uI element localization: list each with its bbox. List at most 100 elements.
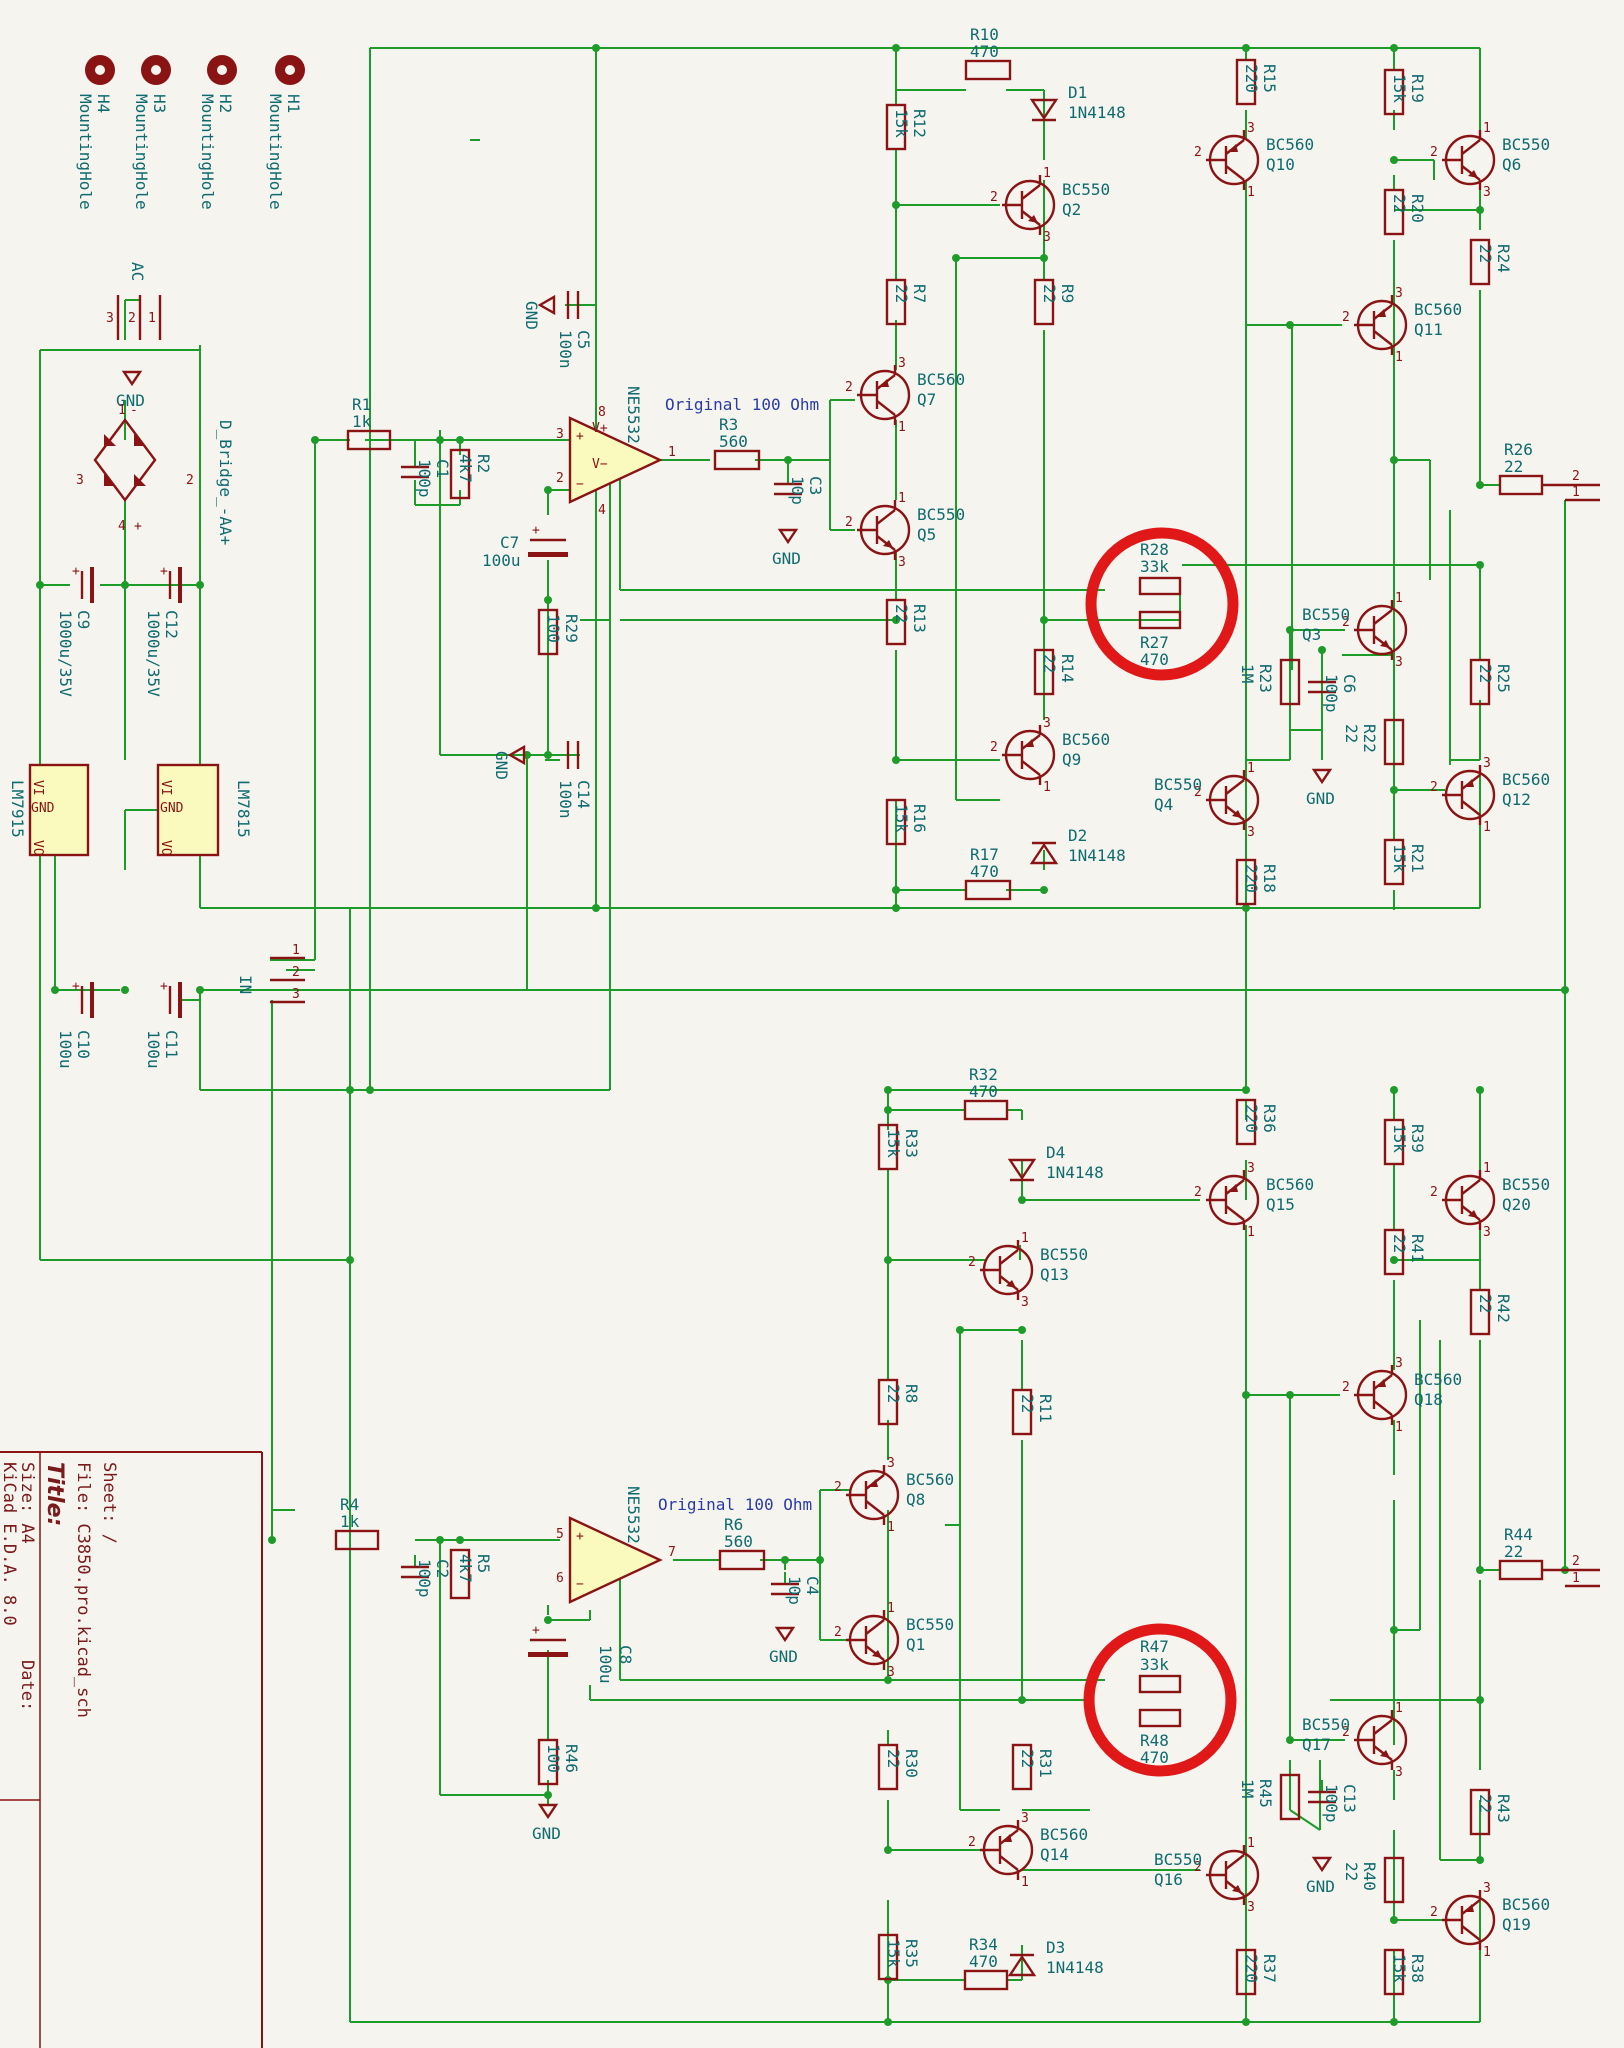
resistor-body [1235, 1098, 1257, 1146]
output-connector-bottom[interactable]: 21 [1542, 1554, 1600, 1588]
pin-number: 3 [887, 1456, 895, 1471]
capacitor-c7[interactable]: + [528, 523, 568, 557]
junction-dot [1040, 886, 1048, 894]
junction-dot [1561, 986, 1569, 994]
capacitor-c8[interactable]: + [528, 1623, 568, 1657]
output-connector-top[interactable]: 21 [1542, 469, 1600, 502]
transistor-ref: Q4 [1154, 795, 1173, 814]
resistor-ref: R43 [1494, 1794, 1513, 1823]
resistor-value: 560 [719, 432, 748, 451]
